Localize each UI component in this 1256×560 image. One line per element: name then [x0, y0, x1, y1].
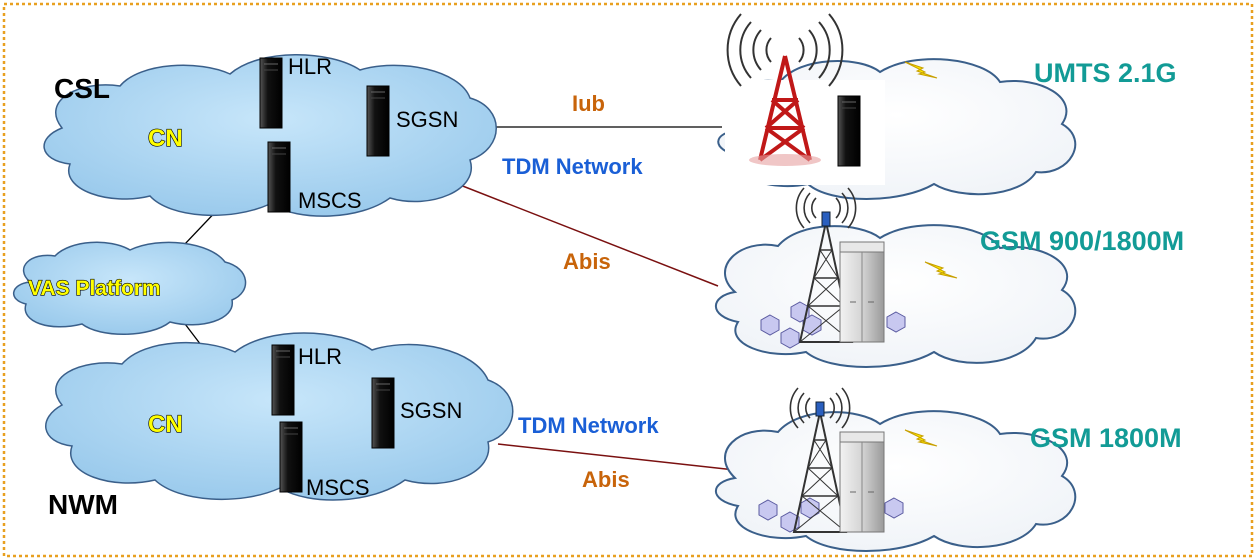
sgsn-server-icon-top — [366, 85, 390, 157]
sgsn-label-bottom: SGSN — [400, 398, 462, 423]
mscs-label-top: MSCS — [298, 188, 362, 213]
operator-label-top: CSL — [54, 73, 110, 104]
core-label-top: CN — [148, 125, 183, 152]
abis-label-top: Abis — [563, 249, 611, 274]
tdm-network-label-bottom: TDM Network — [518, 413, 659, 438]
gsm-1800-label: GSM 1800M — [1030, 423, 1182, 453]
mscs-server-icon-top — [267, 141, 291, 213]
hlr-label-bottom: HLR — [298, 344, 342, 369]
sgsn-label-top: SGSN — [396, 107, 458, 132]
vas-platform-label: VAS Platform — [28, 277, 161, 300]
core-network-cloud-bottom — [45, 332, 514, 501]
vas-platform-cloud — [13, 241, 247, 335]
umts-label: UMTS 2.1G — [1034, 58, 1177, 88]
hlr-label-top: HLR — [288, 54, 332, 79]
node-b-icon — [837, 95, 861, 167]
gsm-1800-bts-icon — [839, 431, 885, 533]
hlr-server-icon-top — [259, 57, 283, 129]
umts-tower-icon — [725, 13, 885, 185]
tdm-network-label-top: TDM Network — [502, 154, 643, 179]
mscs-label-bottom: MSCS — [306, 475, 370, 500]
gsm-dual-bts-icon — [839, 241, 885, 343]
iub-label: Iub — [572, 91, 605, 116]
core-label-bottom: CN — [148, 411, 183, 438]
sgsn-server-icon-bottom — [371, 377, 395, 449]
hlr-server-icon-bottom — [271, 344, 295, 416]
abis-link-top — [454, 182, 719, 287]
mscs-server-icon-bottom — [279, 421, 303, 493]
operator-label-bottom: NWM — [48, 489, 118, 520]
abis-link-bottom — [497, 443, 736, 471]
gsm-dual-label: GSM 900/1800M — [980, 226, 1184, 256]
abis-label-bottom: Abis — [582, 467, 630, 492]
gsm-1800-access-cloud — [715, 410, 1077, 552]
